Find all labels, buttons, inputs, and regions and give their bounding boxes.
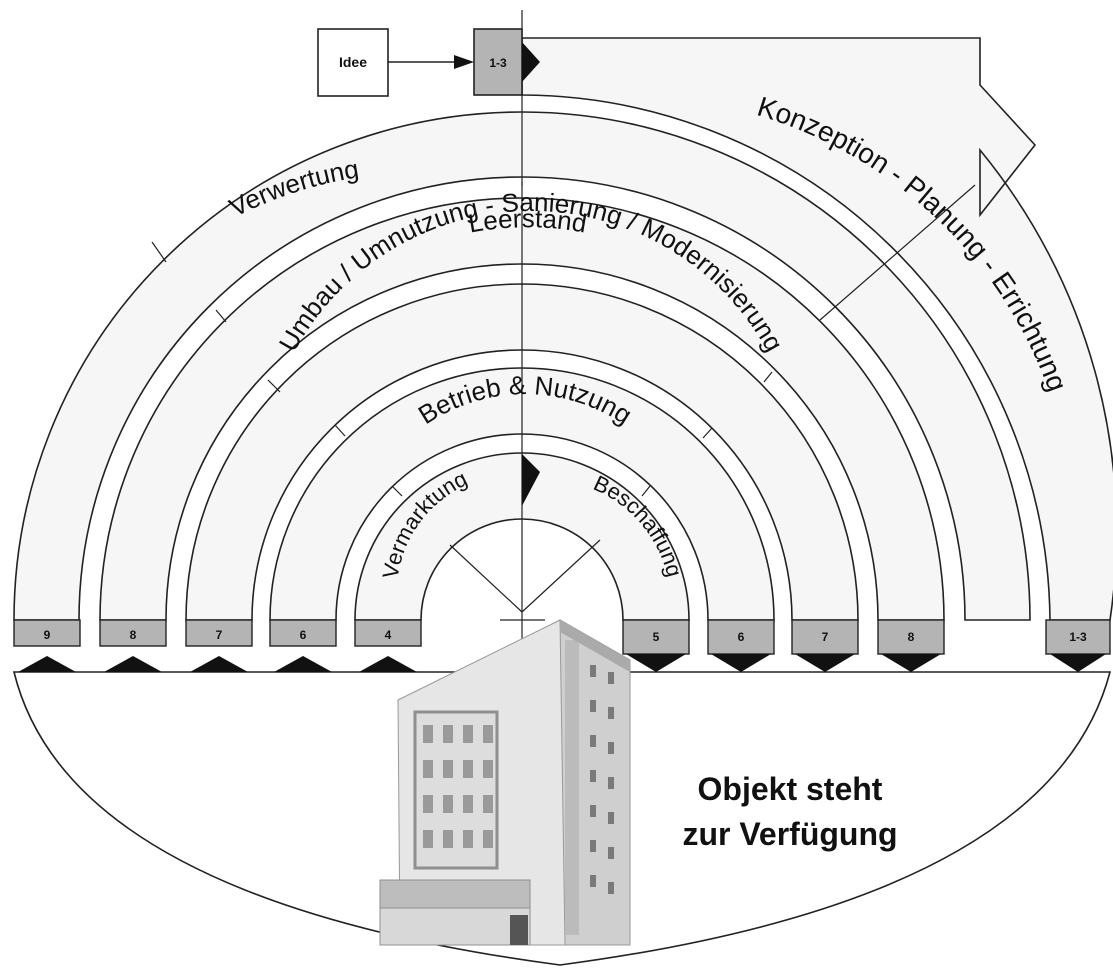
verwertung-band — [13, 111, 1031, 621]
spoke-outer-right — [819, 184, 976, 321]
umbau-band — [185, 283, 859, 621]
marker-right-3: 8 — [908, 630, 915, 644]
betrieb-band — [269, 367, 775, 621]
marker-left-2: 7 — [216, 628, 223, 642]
phase-marker-top-label: 1-3 — [489, 56, 507, 70]
center-arrow-tip — [522, 454, 540, 506]
marker-left-3: 6 — [300, 628, 307, 642]
marker-right-1: 6 — [738, 630, 745, 644]
marker-left-1: 8 — [130, 628, 137, 642]
marker-right-2: 7 — [822, 630, 829, 644]
left-markers: 9 8 7 6 4 — [13, 619, 422, 672]
spoke-right — [521, 539, 601, 613]
konzeption-band — [521, 37, 1113, 621]
leerstand-band — [99, 197, 945, 621]
right-markers: 5 6 7 8 1-3 — [622, 619, 1111, 672]
vermarktung-band — [354, 452, 690, 621]
idea-label: Idee — [339, 54, 367, 70]
spoke-left — [449, 544, 523, 613]
marker-left-4: 4 — [385, 628, 392, 642]
marker-right-4: 1-3 — [1069, 630, 1087, 644]
object-line-1: Objekt steht — [698, 771, 883, 807]
idea-box — [317, 28, 389, 97]
label-leerstand: Leerstand — [466, 203, 589, 238]
object-line-2: zur Verfügung — [682, 816, 897, 852]
idea-arrowhead — [454, 55, 474, 69]
marker-right-0: 5 — [653, 630, 660, 644]
top-arrow-tip — [522, 42, 540, 82]
arc-ticks — [151, 182, 773, 497]
phase-marker-top — [473, 28, 523, 96]
marker-left-0: 9 — [44, 628, 51, 642]
building-illustration — [379, 619, 631, 946]
